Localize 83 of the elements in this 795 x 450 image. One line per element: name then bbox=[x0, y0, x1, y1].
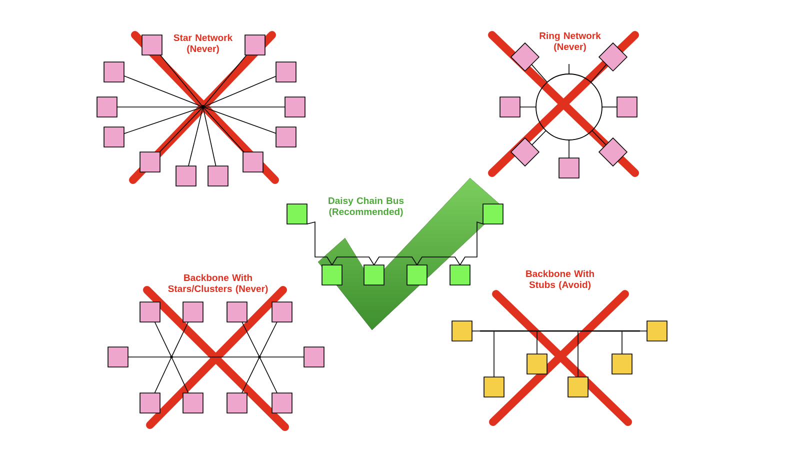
device-square bbox=[208, 166, 228, 186]
device-square bbox=[226, 392, 248, 414]
connection-line bbox=[260, 322, 278, 356]
device-square bbox=[104, 62, 124, 82]
connection-line bbox=[116, 106, 202, 108]
device-square bbox=[482, 204, 504, 224]
connection-line bbox=[204, 107, 276, 134]
connection-line bbox=[260, 356, 304, 358]
device-square bbox=[140, 392, 160, 414]
connection-line bbox=[154, 322, 172, 356]
device-square bbox=[286, 204, 308, 224]
device-square bbox=[272, 392, 292, 414]
device-square bbox=[242, 152, 264, 172]
topology-title: Ring Network (Never) bbox=[540, 32, 601, 52]
device-square bbox=[140, 302, 160, 322]
connection-line bbox=[154, 358, 172, 394]
device-square bbox=[406, 264, 428, 286]
device-square bbox=[140, 152, 160, 172]
device-square bbox=[484, 376, 504, 398]
connection-line bbox=[602, 106, 618, 108]
connection-line bbox=[204, 54, 248, 106]
device-square bbox=[500, 96, 520, 118]
device-square bbox=[616, 96, 638, 118]
connection-line bbox=[532, 130, 546, 146]
connection-line bbox=[159, 108, 202, 152]
connection-line bbox=[592, 130, 606, 146]
connection-line bbox=[531, 64, 548, 83]
device-square bbox=[646, 320, 668, 342]
device-square bbox=[182, 392, 204, 414]
device-square bbox=[96, 96, 118, 118]
connection-line bbox=[536, 331, 538, 354]
connection-line bbox=[188, 108, 203, 166]
connection-line bbox=[124, 76, 202, 107]
topology-title: Backbone With Stars/Clusters (Never) bbox=[168, 274, 268, 294]
ring-circle bbox=[536, 74, 602, 140]
connection-line bbox=[128, 356, 170, 358]
connection-line bbox=[640, 330, 648, 332]
device-square bbox=[276, 62, 296, 82]
connection-line bbox=[520, 106, 536, 108]
device-square bbox=[322, 264, 342, 286]
connection-line bbox=[124, 107, 202, 134]
device-square bbox=[364, 264, 384, 286]
device-square bbox=[452, 320, 472, 342]
connection-line bbox=[241, 358, 260, 394]
device-square bbox=[142, 34, 162, 56]
device-square bbox=[284, 96, 306, 118]
device-square bbox=[450, 264, 470, 286]
device-square bbox=[244, 34, 266, 56]
connection-line bbox=[172, 358, 189, 394]
device-square bbox=[176, 166, 196, 186]
connection-line bbox=[204, 108, 244, 152]
connection-line bbox=[568, 64, 570, 74]
device-square bbox=[304, 346, 324, 368]
connection-line bbox=[374, 256, 418, 266]
connection-line bbox=[568, 140, 570, 158]
topology-title: Daisy Chain Bus (Recommended) bbox=[328, 197, 404, 217]
topology-title: Star Network (Never) bbox=[174, 34, 233, 54]
connection-line bbox=[242, 322, 260, 356]
device-square bbox=[182, 302, 204, 322]
connection-line bbox=[160, 54, 202, 106]
connection-line bbox=[260, 358, 278, 394]
device-square bbox=[108, 346, 128, 368]
connection-line bbox=[203, 108, 216, 166]
device-square bbox=[276, 126, 296, 148]
connection-line bbox=[416, 256, 460, 266]
connection-line bbox=[460, 221, 484, 266]
backbone-line bbox=[480, 330, 640, 332]
device-square bbox=[526, 354, 548, 374]
device-square bbox=[104, 126, 124, 148]
device-square bbox=[226, 302, 248, 322]
topology-title: Backbone With Stubs (Avoid) bbox=[526, 270, 594, 290]
device-square bbox=[612, 354, 632, 374]
connection-line bbox=[590, 64, 607, 83]
connection-line bbox=[472, 330, 480, 332]
connection-line bbox=[204, 106, 286, 108]
device-square bbox=[272, 302, 292, 322]
connection-line bbox=[172, 322, 189, 356]
device-square bbox=[558, 158, 580, 178]
connection-line bbox=[306, 221, 332, 266]
connection-line bbox=[332, 256, 374, 266]
device-square bbox=[568, 376, 588, 398]
connection-line bbox=[172, 356, 258, 358]
connection-line bbox=[204, 76, 276, 107]
